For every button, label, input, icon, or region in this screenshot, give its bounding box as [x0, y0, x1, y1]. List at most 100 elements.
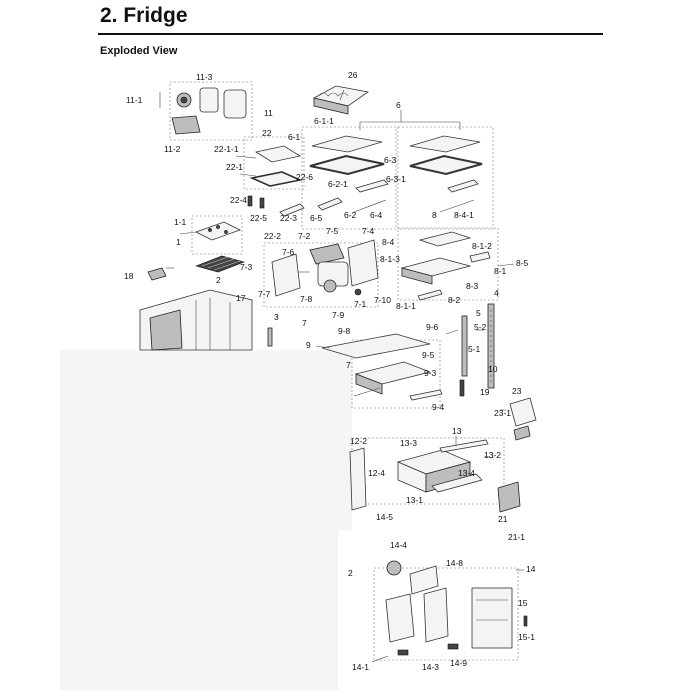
label-9-3: 9-3 — [424, 368, 437, 378]
part-15-screw — [523, 615, 528, 627]
label-8-1-2: 8-1-2 — [472, 241, 492, 251]
label-13-2: 13-2 — [484, 450, 501, 460]
title-rule — [98, 33, 603, 35]
label-11: 11 — [264, 108, 273, 118]
part-11-ice-maker — [159, 87, 247, 135]
part-26-egg-tray — [312, 85, 370, 115]
label-7-partial: 7 — [346, 360, 351, 370]
part-6-shelf-right — [409, 135, 483, 213]
label-5-2: 5-2 — [474, 322, 487, 332]
label-9-8: 9-8 — [338, 326, 351, 336]
label-10: 10 — [488, 364, 498, 374]
group-outline-6-left — [301, 126, 397, 230]
label-9-5: 9-5 — [422, 350, 435, 360]
label-2: 2 — [216, 275, 221, 285]
label-8-5: 8-5 — [516, 258, 529, 268]
label-14: 14 — [526, 564, 536, 574]
label-14-8: 14-8 — [446, 558, 463, 568]
label-7-3: 7-3 — [240, 262, 253, 272]
label-8-1: 8-1 — [494, 266, 507, 276]
group-outline-1 — [191, 215, 243, 255]
label-5: 5 — [476, 308, 481, 318]
label-5-1: 5-1 — [468, 344, 481, 354]
label-22-4: 22-4 — [230, 195, 247, 205]
part-18 — [147, 267, 167, 281]
part-9-shelf — [321, 333, 443, 401]
masked-region — [60, 350, 338, 690]
label-22-6: 22-6 — [296, 172, 313, 182]
group-outline-8 — [397, 227, 499, 301]
label-7-6: 7-6 — [282, 247, 295, 257]
label-6: 6 — [396, 100, 401, 110]
label-14-3: 14-3 — [422, 662, 439, 672]
label-13-4: 13-4 — [458, 468, 475, 478]
label-6-5: 6-5 — [310, 213, 323, 223]
label-11-2: 11-2 — [164, 144, 181, 154]
label-22-1: 22-1 — [226, 162, 243, 172]
part-6-shelf-left — [309, 135, 389, 213]
masked-region-strip — [338, 350, 352, 530]
label-7-1: 7-1 — [354, 299, 367, 309]
label-22-2: 22-2 — [264, 231, 281, 241]
label-7: 7 — [302, 318, 307, 328]
label-7-8: 7-8 — [300, 294, 313, 304]
label-14-9: 14-9 — [450, 658, 467, 668]
part-7-control — [271, 239, 379, 297]
label-6-2: 6-2 — [344, 210, 357, 220]
label-8-4: 8-4 — [382, 237, 395, 247]
label-7-5: 7-5 — [326, 226, 339, 236]
label-9-6: 9-6 — [426, 322, 439, 332]
part-12 — [349, 447, 367, 511]
group-outline-13 — [351, 437, 505, 505]
label-6-3-1: 6-3-1 — [386, 174, 406, 184]
part-14-door — [385, 560, 513, 656]
label-1: 1 — [176, 237, 181, 247]
label-7-7: 7-7 — [258, 289, 271, 299]
label-13-3: 13-3 — [400, 438, 417, 448]
label-21-1: 21-1 — [508, 532, 525, 542]
page-title: 2. Fridge — [100, 4, 188, 27]
part-17-cabinet — [139, 289, 253, 351]
label-7-2: 7-2 — [298, 231, 311, 241]
label-9-4: 9-4 — [432, 402, 445, 412]
part-3-pin — [267, 327, 273, 347]
group-outline-11 — [169, 81, 253, 141]
label-8-4-1: 8-4-1 — [454, 210, 474, 220]
label-8-1-3: 8-1-3 — [380, 254, 400, 264]
label-8-3: 8-3 — [466, 281, 479, 291]
label-18: 18 — [124, 271, 134, 281]
label-22-5: 22-5 — [250, 213, 267, 223]
label-21: 21 — [498, 514, 508, 524]
part-13-crisper — [396, 439, 489, 493]
label-13-1: 13-1 — [406, 495, 423, 505]
label-8-1-1: 8-1-1 — [396, 301, 416, 311]
label-7-9: 7-9 — [332, 310, 345, 320]
label-22-3: 22-3 — [280, 213, 297, 223]
label-1-1: 1-1 — [174, 217, 187, 227]
label-23: 23 — [512, 386, 522, 396]
label-6-1-1: 6-1-1 — [314, 116, 334, 126]
part-2-grille — [195, 255, 245, 273]
exploded-view-subtitle: Exploded View — [100, 45, 178, 57]
group-outline-22-1 — [243, 136, 305, 190]
part-1-cover — [194, 221, 242, 241]
label-6-4: 6-4 — [370, 210, 383, 220]
label-3: 3 — [274, 312, 279, 322]
part-5-rail — [459, 315, 468, 397]
part-23 — [509, 397, 537, 441]
label-6-1: 6-1 — [288, 132, 301, 142]
part-22-shelf — [249, 145, 303, 187]
label-17: 17 — [236, 293, 246, 303]
part-21-handle — [497, 481, 521, 513]
group-outline-14 — [373, 567, 519, 661]
group-outline-6-right — [397, 126, 494, 230]
label-7-10: 7-10 — [374, 295, 391, 305]
part-4-rail — [487, 303, 495, 389]
label-22: 22 — [262, 128, 272, 138]
leader-lines — [166, 110, 524, 663]
label-6-3: 6-3 — [384, 155, 397, 165]
label-7-4: 7-4 — [362, 226, 375, 236]
label-14-5: 14-5 — [376, 512, 393, 522]
label-8-2: 8-2 — [448, 295, 461, 305]
